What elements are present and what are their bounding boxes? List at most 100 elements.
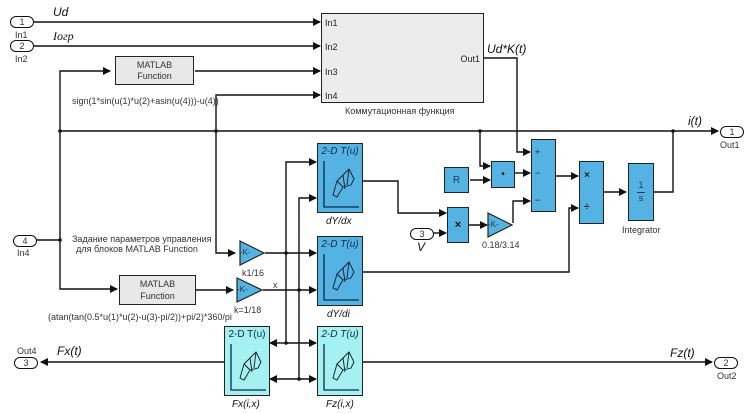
product-block-1[interactable]: •	[491, 161, 515, 188]
wire-int-out	[654, 131, 674, 193]
product-glyph: •	[501, 169, 505, 180]
lookup-table-dydx-label: dY/dx	[326, 216, 352, 227]
divide-sign: ÷	[584, 202, 590, 213]
port-number: 4	[22, 236, 28, 246]
wire-in4-trunk	[36, 67, 111, 241]
subsystem-in2-label: In2	[325, 42, 338, 52]
wire-in4-to-fn2	[59, 240, 118, 293]
annotation-line-2: для блоков MATLAB Function	[76, 244, 198, 254]
gain-018-label: 0.18/3.14	[482, 240, 520, 250]
product-block-2[interactable]: ×	[447, 207, 469, 243]
sum-sign: −	[535, 168, 541, 178]
annotation-line-1: Задание параметров управления	[72, 234, 212, 244]
integrator-numerator: 1	[638, 180, 644, 190]
wire-x-bus	[298, 194, 317, 290]
subsystem-out1-label: Out1	[460, 54, 480, 64]
sum-sign: +	[535, 147, 541, 157]
annotation: Задание параметров управления для блоков…	[72, 234, 212, 254]
wire-dydx-out	[363, 180, 447, 217]
inport-1-name: In1	[15, 30, 28, 40]
matlab-function-2-expr: (atan(tan(0.5*u(1)*u(2)-u(3)-pi/2))+pi/2…	[48, 312, 232, 322]
wire-it-to-in4	[215, 91, 321, 131]
signal-v: V	[417, 240, 426, 254]
outport-4[interactable]: 3	[14, 357, 38, 369]
lookup-table-dydx[interactable]: 2-D T(u)	[317, 143, 363, 213]
surface-plot-icon	[323, 344, 359, 391]
surface-plot-icon	[323, 254, 359, 301]
wire-it-to-gain1	[215, 131, 236, 257]
port-number: 1	[729, 127, 735, 137]
matlab-fn-title: MATLAB	[136, 60, 173, 70]
gain-k-1-18-glyph: -K-	[237, 285, 248, 294]
matlab-fn-subtitle: Function	[140, 291, 175, 301]
signal-fzt: Fz(t)	[670, 346, 695, 360]
matlab-fn-subtitle: Function	[137, 71, 172, 81]
sum-sign: −	[535, 195, 541, 205]
surface-plot-icon	[230, 344, 266, 391]
surface-plot-icon	[323, 161, 359, 208]
integrator-label: Integrator	[622, 225, 661, 235]
port-number: 3	[23, 358, 29, 368]
branch-point	[671, 129, 675, 133]
wire-dydi-out	[363, 204, 579, 273]
inport-1[interactable]: 1	[10, 16, 34, 28]
lut-title: 2-D T(u)	[321, 329, 359, 340]
branch-point	[478, 129, 482, 133]
integrator-denominator: s	[638, 193, 644, 203]
inport-4[interactable]: 4	[13, 235, 37, 247]
constant-r[interactable]: R	[444, 167, 469, 193]
gain-018-shape	[487, 212, 514, 238]
branch-point	[284, 251, 288, 255]
gain-k1-16-glyph: -K-	[240, 248, 251, 257]
lut-title: 2-D T(u)	[228, 329, 266, 340]
subsystem-in4-label: In4	[325, 91, 338, 101]
signal-ud: Ud	[53, 5, 69, 19]
fraction-bar	[637, 192, 645, 193]
subsystem-name: Коммутационная функция	[345, 106, 455, 116]
lookup-table-fz[interactable]: 2-D T(u)	[317, 326, 363, 396]
inport-2[interactable]: 2	[10, 40, 34, 52]
constant-value: R	[452, 175, 461, 186]
lookup-table-dydi[interactable]: 2-D T(u)	[317, 236, 363, 306]
inport-2-name: In2	[15, 54, 28, 64]
signal-fxt: Fx(t)	[57, 344, 82, 358]
port-number: 3	[419, 229, 425, 239]
port-number: 2	[19, 41, 25, 51]
wire-udk	[484, 57, 531, 156]
outport-1[interactable]: 1	[720, 126, 744, 138]
branch-point	[297, 377, 301, 381]
wire-gain3-out	[512, 197, 531, 223]
signal-x: x	[273, 280, 278, 290]
signal-it: i(t)	[688, 114, 702, 128]
matlab-function-1[interactable]: MATLAB Function	[115, 56, 194, 85]
gain-k-1-18-label: k=1/18	[234, 305, 262, 315]
inport-4-name: In4	[17, 248, 30, 258]
port-number: 1	[19, 17, 25, 27]
lut-title: 2-D T(u)	[321, 146, 359, 157]
sum-block[interactable]: + − −	[531, 139, 556, 212]
lookup-table-fx-label: Fx(i,x)	[232, 399, 260, 410]
signal-udk: Ud*K(t)	[487, 42, 527, 56]
wire-it-to-prod	[479, 131, 491, 170]
matlab-fn-title: MATLAB	[139, 279, 176, 289]
signal-iogr: Iогр	[53, 29, 74, 43]
lookup-table-fx[interactable]: 2-D T(u)	[224, 326, 270, 396]
lookup-table-dydi-label: dY/di	[327, 309, 350, 320]
subsystem-in3-label: In3	[325, 67, 338, 77]
branch-point	[284, 341, 288, 345]
divide-block[interactable]: × ÷	[579, 161, 604, 224]
outport-4-name: Out4	[17, 346, 37, 356]
outport-2-name: Out2	[717, 371, 737, 381]
integrator-block[interactable]: 1 s	[628, 163, 654, 221]
outport-1-name: Out1	[720, 140, 740, 150]
subsystem-in1-label: In1	[325, 18, 338, 28]
subsystem-kommutation[interactable]: In1 In2 In3 In4 Out1	[321, 13, 484, 103]
lookup-table-fz-label: Fz(i,x)	[326, 399, 354, 410]
outport-2[interactable]: 2	[714, 357, 738, 369]
lut-title: 2-D T(u)	[321, 239, 359, 250]
inport-3[interactable]: 3	[410, 228, 434, 240]
matlab-function-2[interactable]: MATLAB Function	[119, 275, 196, 305]
branch-point	[58, 129, 62, 133]
